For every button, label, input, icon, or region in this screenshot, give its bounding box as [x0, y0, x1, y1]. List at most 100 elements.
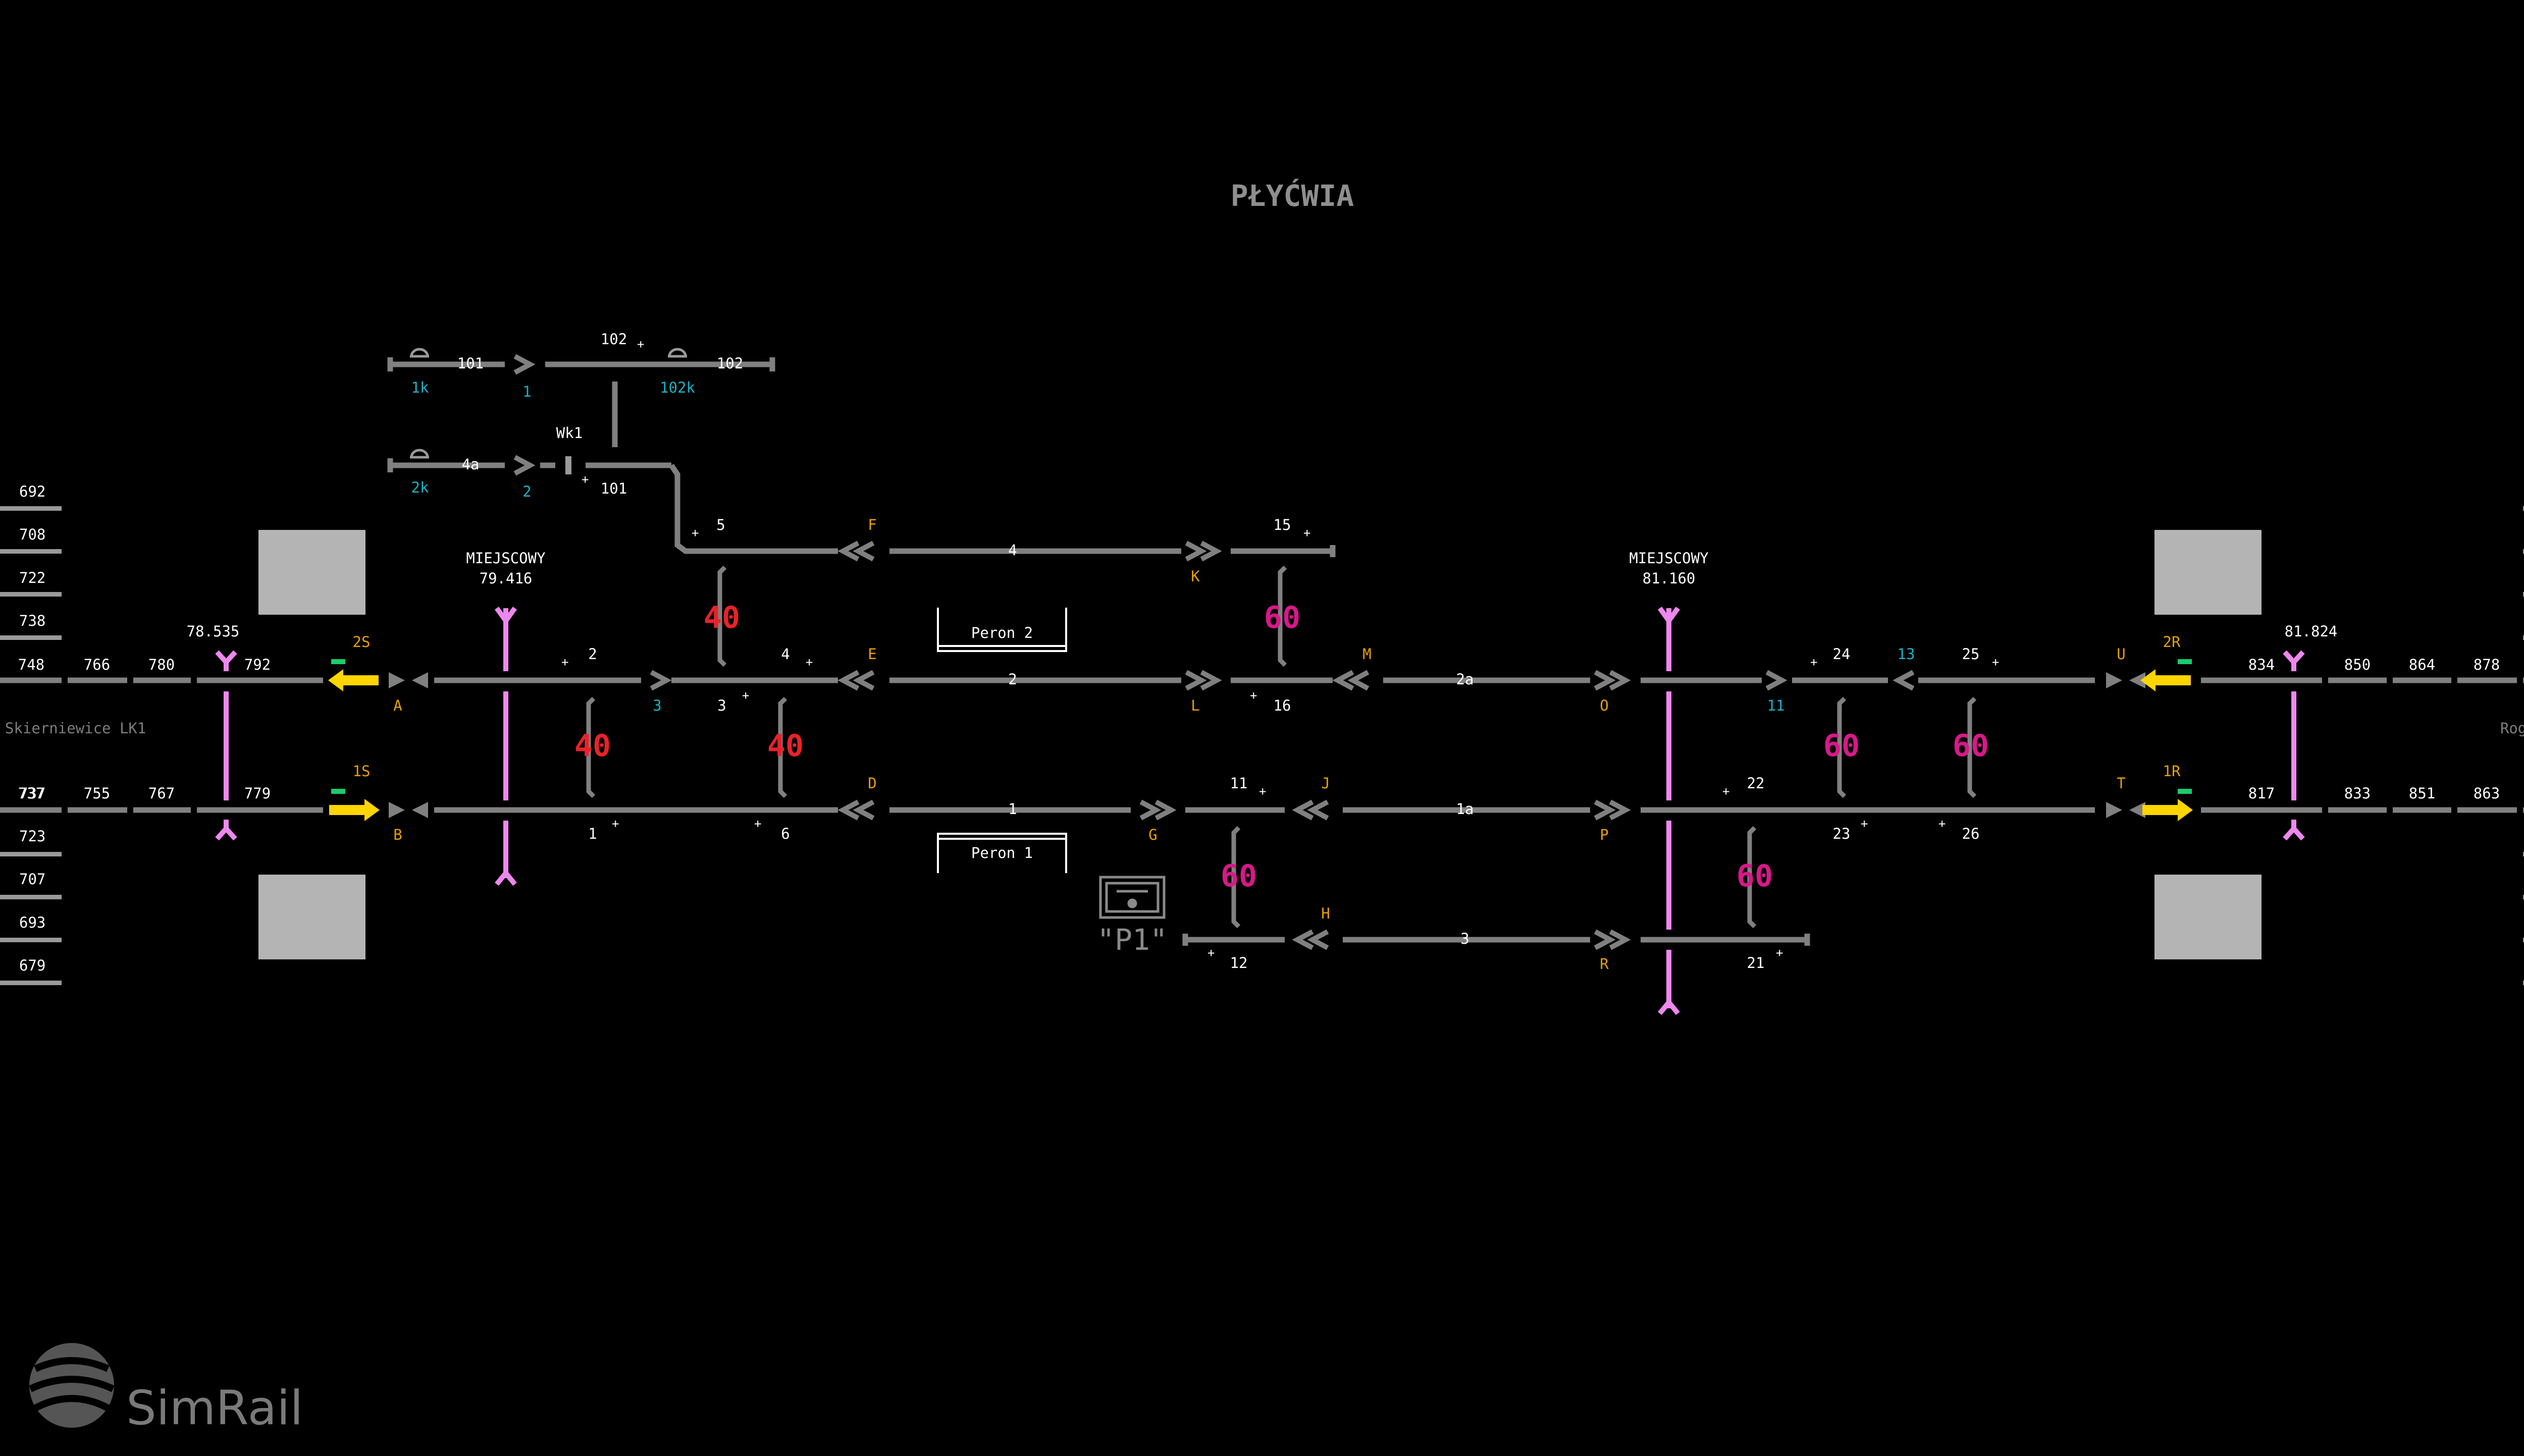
signal-1R[interactable]: 1R	[2163, 763, 2181, 780]
track-wk1[interactable]: Wk1	[556, 424, 583, 442]
switch-2[interactable]: 2	[588, 645, 597, 663]
track-1[interactable]: 1	[1008, 800, 1017, 818]
block-767: 767	[148, 785, 175, 802]
speed-limit-60-b: 60	[1221, 858, 1257, 894]
block-748: 748	[18, 656, 44, 673]
right-block-column	[2523, 506, 2524, 985]
switch-21[interactable]: 21	[1747, 954, 1765, 972]
switch-22[interactable]: 22	[1747, 775, 1765, 792]
signal-T[interactable]: T	[2117, 775, 2125, 792]
track-101b[interactable]: 101	[601, 480, 627, 497]
signal-K[interactable]: K	[1191, 568, 1200, 585]
hint-markers	[215, 607, 2305, 1015]
signal-O[interactable]: O	[1600, 697, 1608, 714]
hint-left-label: MIEJSCOWY	[466, 550, 545, 567]
signal-E[interactable]: E	[868, 645, 876, 663]
svg-text:+: +	[692, 526, 699, 540]
speed-limit-60-d: 60	[1953, 728, 1989, 764]
switch-3[interactable]: 3	[717, 697, 726, 714]
track-101[interactable]: 101	[457, 355, 484, 372]
svg-text:+: +	[612, 817, 619, 831]
shunt-1[interactable]: 1	[522, 383, 531, 400]
brand-name: SimRail	[126, 1381, 303, 1436]
block-864: 864	[2409, 656, 2435, 673]
shunt-1k[interactable]: 1k	[411, 379, 429, 396]
signal-U[interactable]: U	[2117, 645, 2125, 663]
switch-16[interactable]: 16	[1274, 697, 1291, 714]
shunt-102k[interactable]: 102k	[660, 379, 695, 396]
shunt-3[interactable]: 3	[653, 697, 661, 714]
direction-left: Skierniewice LK1	[5, 720, 146, 737]
route-arrows[interactable]	[513, 354, 1915, 950]
track-3[interactable]: 3	[1460, 930, 1469, 947]
signal-A[interactable]: A	[393, 697, 402, 714]
switch-12[interactable]: 12	[1230, 954, 1248, 972]
post-icon[interactable]	[1099, 876, 1166, 919]
track-15[interactable]: 15	[1274, 516, 1291, 533]
switch-1[interactable]: 1	[588, 825, 597, 842]
signal-G[interactable]: G	[1148, 826, 1157, 843]
signal-P[interactable]: P	[1600, 826, 1608, 843]
track-102[interactable]: 102	[601, 331, 627, 348]
block-792: 792	[244, 656, 271, 673]
direction-right: Rogów LK1	[2500, 720, 2524, 737]
switch-6[interactable]: 6	[781, 825, 790, 842]
shunt-2k[interactable]: 2k	[411, 479, 429, 496]
track-4[interactable]: 4	[1008, 542, 1017, 559]
switch-24[interactable]: 24	[1833, 645, 1851, 663]
track-4a[interactable]: 4a	[462, 456, 480, 473]
track-5[interactable]: 5	[716, 516, 725, 533]
signal-triangles[interactable]	[389, 672, 2145, 818]
switch-26[interactable]: 26	[1962, 825, 1980, 842]
svg-text:+: +	[1259, 784, 1266, 798]
tracks[interactable]	[0, 357, 2524, 946]
switch-connectors[interactable]	[586, 565, 1977, 929]
derailer-wk1[interactable]	[565, 456, 571, 474]
shunt-11[interactable]: 11	[1767, 697, 1785, 714]
signal-R[interactable]: R	[1600, 955, 1609, 973]
speed-limit-40-c: 40	[767, 728, 804, 764]
block-779: 779	[244, 785, 271, 802]
speed-limit-40-b: 40	[574, 728, 611, 764]
block-left-693: 693	[19, 914, 45, 931]
block-755: 755	[84, 785, 110, 802]
switch-25[interactable]: 25	[1962, 645, 1980, 663]
hint-left-km: 79.416	[480, 570, 533, 587]
block-left-722: 722	[19, 569, 45, 586]
signal-B[interactable]: B	[393, 826, 402, 843]
block-area-top-right	[2154, 530, 2262, 615]
signal-D[interactable]: D	[868, 775, 876, 792]
shunt-2[interactable]: 2	[522, 483, 531, 500]
shunt-13[interactable]: 13	[1898, 645, 1915, 663]
signal-2R[interactable]: 2R	[2163, 633, 2181, 651]
switch-11[interactable]: 11	[1230, 775, 1248, 792]
signal-L[interactable]: L	[1191, 697, 1199, 714]
signal-2S[interactable]: 2S	[353, 633, 371, 651]
platform-peron-1	[937, 833, 1067, 873]
speed-limit-60-a: 60	[1264, 600, 1300, 635]
track-2a[interactable]: 2a	[1456, 671, 1474, 688]
track-2[interactable]: 2	[1008, 671, 1017, 688]
svg-text:+: +	[1992, 655, 1999, 669]
signal-J[interactable]: J	[1321, 775, 1330, 792]
svg-text:+: +	[1776, 946, 1783, 960]
svg-text:+: +	[1861, 817, 1868, 831]
signal-F[interactable]: F	[868, 516, 876, 533]
signal-1S[interactable]: 1S	[353, 763, 371, 780]
track-102b[interactable]: 102	[717, 355, 743, 372]
entry-signals[interactable]	[328, 669, 2193, 821]
hint-right-km: 81.160	[1643, 570, 1696, 587]
block-850: 850	[2344, 656, 2371, 673]
post-label: "P1"	[1097, 923, 1168, 957]
switch-4[interactable]: 4	[781, 645, 790, 663]
km-right: 81.824	[2285, 623, 2338, 640]
track-1a[interactable]: 1a	[1456, 800, 1474, 818]
block-766: 766	[84, 656, 110, 673]
signal-H[interactable]: H	[1321, 905, 1330, 922]
switch-23[interactable]: 23	[1833, 825, 1851, 842]
platform-peron-1-label: Peron 1	[971, 844, 1033, 861]
block-780: 780	[148, 656, 175, 673]
signal-M[interactable]: M	[1362, 645, 1371, 663]
